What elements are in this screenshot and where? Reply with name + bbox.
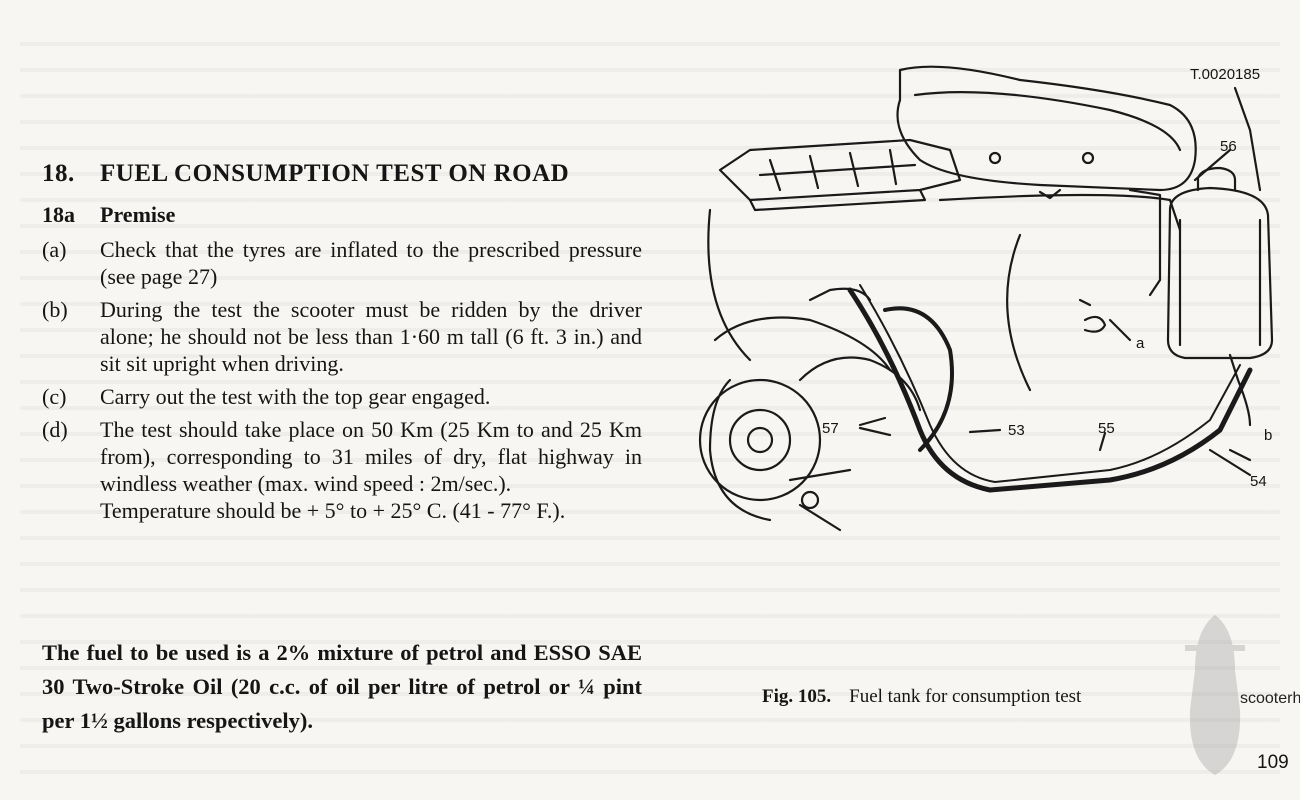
premise-list: (a) Check that the tyres are inflated to… [42,236,642,524]
item-text: The test should take place on 50 Km (25 … [100,417,642,496]
section-heading: 18. FUEL CONSUMPTION TEST ON ROAD [42,160,642,188]
figure-caption: Fig. 105. Fuel tank for consumption test [762,686,1081,708]
section-number: 18. [42,160,75,187]
callout-56: 56 [1220,138,1237,155]
callout-53: 53 [1008,422,1025,439]
item-text: During the test the scooter must be ridd… [100,297,642,376]
callout-b: b [1264,427,1273,444]
subsection-heading: 18a Premise [42,202,642,228]
subsection-title: Premise [100,202,176,227]
callout-54: 54 [1250,473,1267,490]
text-column: 18. FUEL CONSUMPTION TEST ON ROAD 18a Prem… [42,160,642,530]
fuel-tank-illustration [698,65,1274,532]
list-item: (c) Carry out the test with the top gear… [42,383,642,410]
item-label: (c) [42,384,67,409]
watermark-scooter-icon [1185,615,1245,775]
figure-caption-text: Fuel tank for consumption test [849,686,1082,707]
list-item: (b) During the test the scooter must be … [42,296,642,377]
item-label: (d) [42,417,68,442]
item-text: Check that the tyres are inflated to the… [100,237,642,289]
callout-57: 57 [822,420,839,437]
section-title: FUEL CONSUMPTION TEST ON ROAD [100,160,570,187]
item-text: Carry out the test with the top gear eng… [100,384,491,409]
callout-a: a [1136,335,1145,352]
fuel-mixture-note: The fuel to be used is a 2% mixture of p… [42,640,642,733]
watermark-text: scooterhelp.com [1240,690,1300,707]
item-label: (b) [42,297,68,322]
subsection-number: 18a [42,202,75,227]
item-temperature-text: Temperature should be + 5° to + 25° C. (… [100,498,566,523]
page-number: 109 [1257,752,1289,773]
figure-number: Fig. 105. [762,686,832,707]
figure-reference: T.0020185 [1190,66,1261,83]
list-item: (a) Check that the tyres are inflated to… [42,236,642,290]
list-item: (d) The test should take place on 50 Km … [42,416,642,524]
item-text-group: The test should take place on 50 Km (25 … [100,416,642,524]
callout-55: 55 [1098,420,1115,437]
item-label: (a) [42,237,67,262]
